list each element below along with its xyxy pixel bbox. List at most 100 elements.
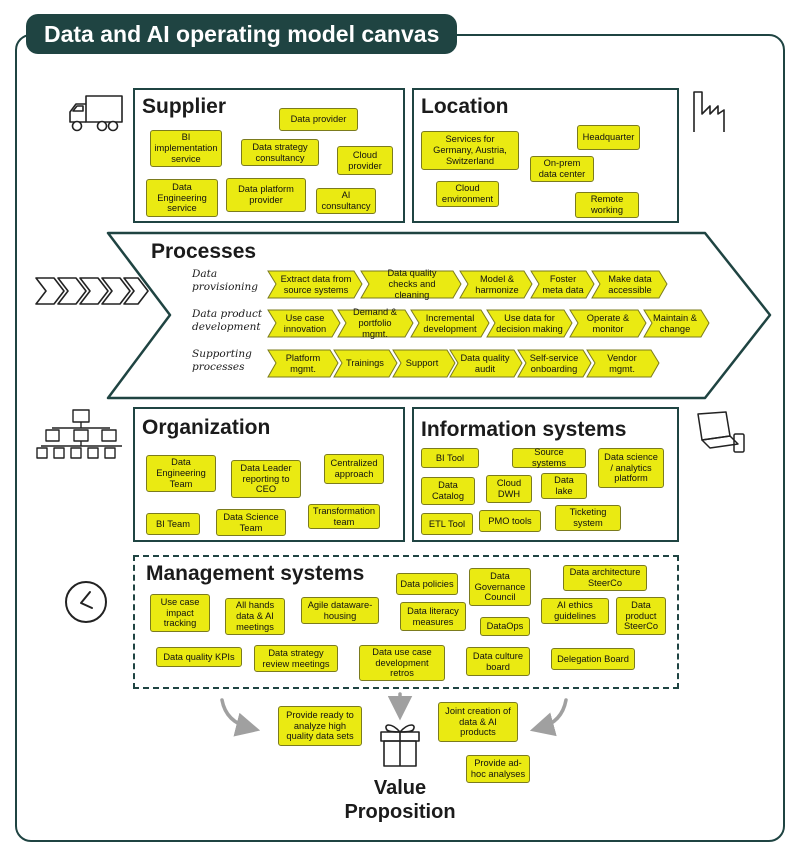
location-item: Cloud environment: [436, 181, 499, 207]
process-step: [333, 349, 398, 378]
organization-item: Data Science Team: [216, 509, 286, 536]
information-systems-item: Data lake: [541, 473, 587, 499]
process-step: [569, 309, 647, 338]
process-step: [517, 349, 592, 378]
process-step: [459, 270, 533, 299]
management-systems-item: Data use case development retros: [359, 645, 445, 681]
canvas-title: Data and AI operating model canvas: [26, 14, 458, 54]
value-item: Joint creation of data & AI products: [438, 702, 518, 742]
truck-icon: [69, 95, 123, 132]
management-systems-item: Delegation Board: [551, 648, 635, 670]
process-step-label: Platform mgmt.: [285, 352, 321, 374]
supplier-title: Supplier: [142, 95, 227, 118]
process-step: [591, 270, 668, 299]
organization-item: Data Leader reporting to CEO: [231, 460, 301, 498]
location-item: Headquarter: [577, 125, 640, 150]
org-chart-icon: [36, 409, 122, 459]
management-systems-item: Data Governance Council: [469, 568, 531, 606]
process-step-label: Extract data from source systems: [280, 273, 352, 295]
arrow-left: [220, 698, 261, 737]
process-step: [267, 270, 363, 299]
process-step-label: Maintain & change: [653, 312, 697, 334]
process-step: [643, 309, 710, 338]
management-systems-title: Management systems: [146, 562, 365, 585]
process-step-label: Demand & portfolio mgmt.: [353, 307, 397, 339]
process-step-label: Make data accessible: [608, 273, 652, 295]
organization-item: Data Engineering Team: [146, 455, 216, 492]
organization-item: BI Team: [146, 513, 200, 535]
management-systems-item: Data strategy review meetings: [254, 645, 338, 672]
process-step-label: Support: [405, 358, 439, 369]
process-step-label: Model & harmonize: [475, 273, 519, 295]
gift-icon: [380, 724, 420, 767]
management-systems-item: DataOps: [480, 617, 530, 636]
information-systems-item: BI Tool: [421, 448, 479, 468]
information-systems-item: Data Catalog: [421, 477, 475, 505]
management-systems-item: Data culture board: [466, 647, 530, 676]
process-step-label: Self-service onboarding: [529, 352, 579, 374]
supplier-item: Data provider: [279, 108, 358, 131]
supplier-item: Data platform provider: [226, 178, 306, 212]
process-step-label: Foster meta data: [542, 273, 584, 295]
laptop-phone-icon: [697, 411, 745, 453]
process-step-label: Trainings: [346, 358, 384, 369]
management-systems-item: Data literacy measures: [400, 602, 466, 631]
process-row-label: Data product development: [192, 308, 263, 334]
management-systems-item: Agile dataware-housing: [301, 597, 379, 624]
management-systems-item: Data product SteerCo: [616, 597, 666, 635]
processes-title: Processes: [151, 240, 257, 263]
process-step: [586, 349, 660, 378]
management-systems-item: Data architecture SteerCo: [563, 565, 647, 591]
process-row-label: Supporting processes: [192, 348, 252, 374]
process-step: [392, 349, 456, 378]
management-systems-item: Use case impact tracking: [150, 594, 210, 632]
information-systems-item: PMO tools: [479, 510, 541, 532]
process-step: [530, 270, 595, 299]
process-step: [360, 270, 462, 299]
organization-title: Organization: [142, 416, 271, 439]
process-step-label: Vendor mgmt.: [607, 352, 637, 374]
arrow-right: [529, 698, 568, 737]
value-item: Provide ready to analyze high quality da…: [278, 706, 362, 746]
location-item: On-prem data center: [530, 156, 594, 182]
information-systems-item: ETL Tool: [421, 513, 473, 535]
process-step-label: Use data for decision making: [496, 312, 563, 334]
value-proposition-title: Value Proposition: [330, 776, 470, 824]
process-step: [267, 349, 339, 378]
organization-item: Transformation team: [308, 504, 380, 529]
value-item: Provide ad-hoc analyses: [466, 755, 530, 783]
process-row-label: Data provisioning: [192, 268, 259, 294]
process-step-label: Data quality audit: [460, 352, 510, 374]
management-systems-item: AI ethics guidelines: [541, 598, 609, 624]
process-step-label: Incremental development: [423, 312, 477, 334]
information-systems-item: Ticketing system: [555, 505, 621, 531]
supplier-item: Cloud provider: [337, 146, 393, 175]
process-step: [337, 309, 414, 338]
location-item: Services for Germany, Austria, Switzerla…: [421, 131, 519, 170]
process-step-label: Data quality checks and cleaning: [387, 268, 437, 300]
process-step-label: Operate & monitor: [586, 312, 630, 334]
organization-item: Centralized approach: [324, 454, 384, 484]
management-systems-item: Data quality KPIs: [156, 647, 242, 667]
process-step: [486, 309, 573, 338]
process-step-label: Use case innovation: [283, 312, 327, 334]
process-step: [410, 309, 490, 338]
information-systems-item: Cloud DWH: [486, 475, 532, 503]
management-systems-item: All hands data & AI meetings: [225, 598, 285, 635]
value-proposition-title-text: Value Proposition: [344, 777, 456, 823]
supplier-item: Data Engineering service: [146, 179, 218, 217]
supplier-item: Data strategy consultancy: [241, 139, 319, 166]
information-systems-item: Data science / analytics platform: [598, 448, 664, 488]
process-step: [449, 349, 523, 378]
management-systems-item: Data policies: [396, 573, 458, 595]
supplier-item: AI consultancy: [316, 188, 376, 214]
location-title: Location: [421, 95, 509, 118]
clock-icon: [65, 581, 107, 623]
chevron-arrows-icon: [35, 277, 149, 305]
information-systems-item: Source systems: [512, 447, 586, 468]
supplier-item: BI implementation service: [150, 130, 222, 167]
factory-icon: [693, 91, 725, 132]
information-systems-title: Information systems: [421, 418, 627, 441]
